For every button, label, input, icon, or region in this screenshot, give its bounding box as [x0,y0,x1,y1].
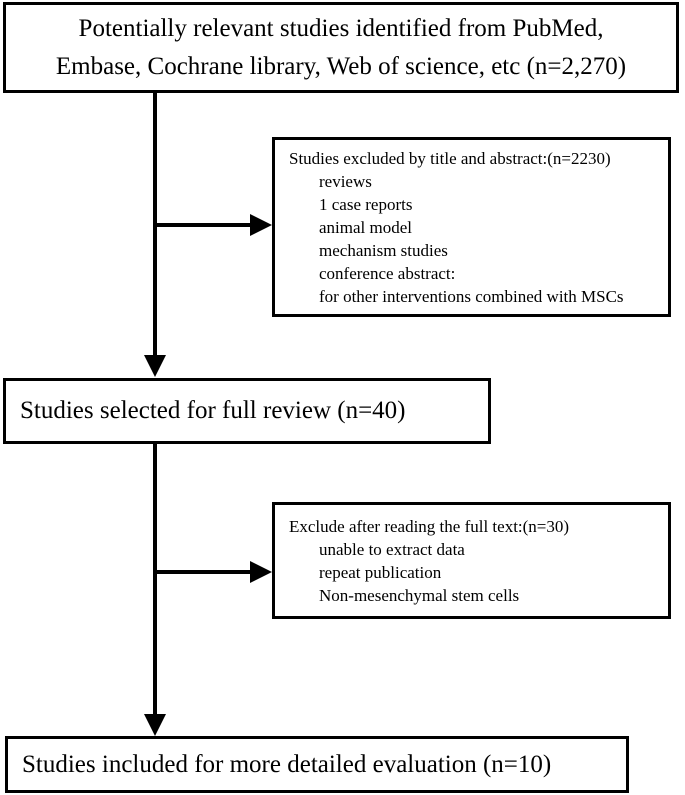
node-excluded-after-full-text: Exclude after reading the full text:(n=3… [272,502,671,619]
connector-identified-to-excluded-1-line [153,223,257,227]
records-identified-line-1: Potentially relevant studies identified … [78,14,604,42]
node-included-for-evaluation: Studies included for more detailed evalu… [5,736,629,793]
excluded-2-reason: Non-mesenchymal stem cells [319,585,520,605]
excluded-1-reason: for other interventions combined with MS… [319,286,624,306]
arrow-right-icon [250,214,272,236]
excluded-1-reason: 1 case reports [319,194,413,214]
excluded-1-reason: animal model [319,217,413,237]
arrow-down-icon [144,355,166,377]
included-text: Studies included for more detailed evalu… [22,750,552,778]
arrow-down-icon [144,714,166,736]
excluded-1-reason: conference abstract: [319,263,456,283]
excluded-2-heading: Exclude after reading the full text:(n=3… [289,516,570,536]
excluded-1-reason: mechanism studies [319,240,448,260]
node-selected-for-full-review: Studies selected for full review (n=40) [3,378,491,444]
records-identified-line-2: Embase, Cochrane library, Web of science… [55,52,627,80]
excluded-1-reason: reviews [319,171,372,191]
excluded-2-reason: repeat publication [319,562,442,582]
full-review-text: Studies selected for full review (n=40) [20,397,406,424]
node-records-identified: Potentially relevant studies identified … [3,2,679,93]
node-excluded-by-title-abstract: Studies excluded by title and abstract:(… [272,137,671,317]
excluded-2-reason: unable to extract data [319,539,465,559]
connector-full-review-to-excluded-2-line [153,570,257,574]
arrow-right-icon [250,561,272,583]
excluded-1-heading: Studies excluded by title and abstract:(… [289,148,611,168]
connector-full-review-to-included-line [153,444,157,714]
